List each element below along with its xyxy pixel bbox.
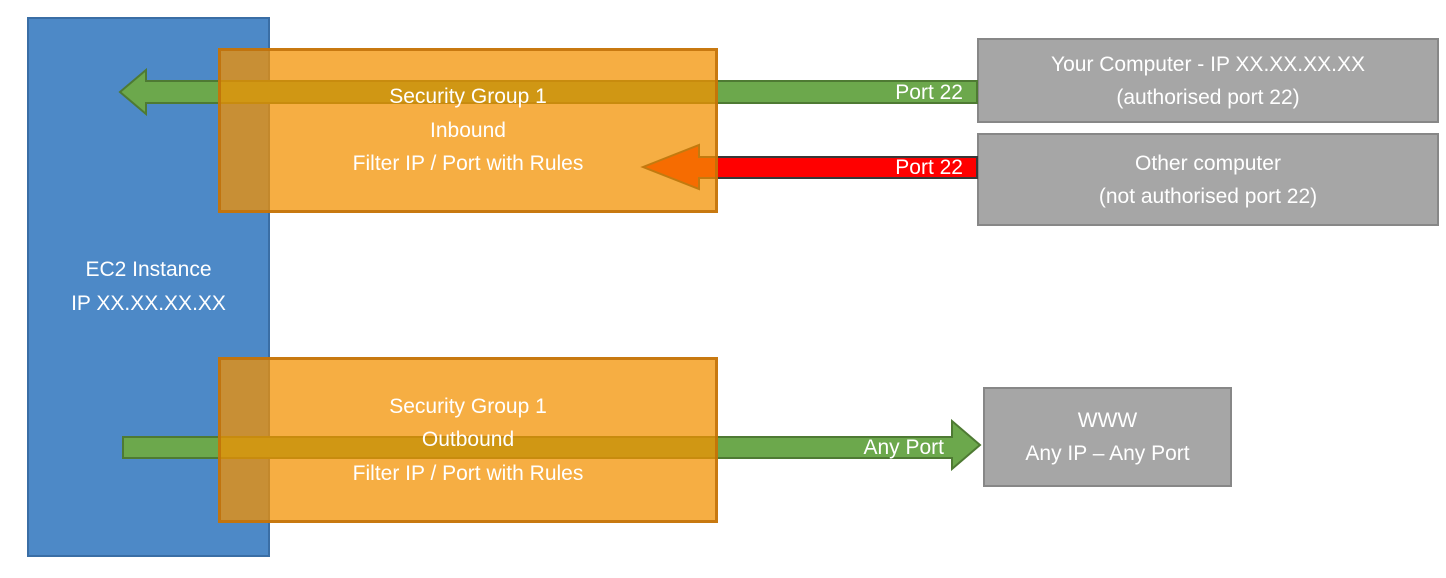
www-box: WWW Any IP – Any Port	[983, 387, 1232, 487]
your-computer-title: Your Computer - IP XX.XX.XX.XX	[1051, 52, 1365, 76]
outbound-port-label: Any Port	[863, 436, 944, 459]
other-computer-title: Other computer	[1135, 151, 1281, 175]
sg-outbound-name: Security Group 1	[389, 394, 547, 418]
inbound-allowed-port-label: Port 22	[895, 81, 963, 104]
sg-outbound-rule: Filter IP / Port with Rules	[352, 461, 584, 485]
your-computer-box: Your Computer - IP XX.XX.XX.XX (authoris…	[977, 38, 1439, 123]
ec2-instance-name: EC2 Instance	[85, 258, 212, 281]
ec2-instance-ip: IP XX.XX.XX.XX	[71, 292, 226, 315]
sg-inbound-rule: Filter IP / Port with Rules	[352, 152, 584, 176]
inbound-blocked-port-label: Port 22	[895, 156, 963, 179]
your-computer-subtitle: (authorised port 22)	[1116, 85, 1300, 109]
security-group-outbound-box: Security Group 1 Outbound Filter IP / Po…	[218, 357, 718, 523]
sg-inbound-name: Security Group 1	[389, 85, 547, 109]
www-title: WWW	[1077, 409, 1138, 432]
security-group-inbound-box: Security Group 1 Inbound Filter IP / Por…	[218, 48, 718, 213]
other-computer-subtitle: (not authorised port 22)	[1098, 184, 1318, 208]
sg-outbound-direction: Outbound	[421, 428, 515, 452]
other-computer-box: Other computer (not authorised port 22)	[977, 133, 1439, 226]
sg-inbound-direction: Inbound	[430, 118, 506, 142]
www-subtitle: Any IP – Any Port	[1025, 442, 1190, 465]
